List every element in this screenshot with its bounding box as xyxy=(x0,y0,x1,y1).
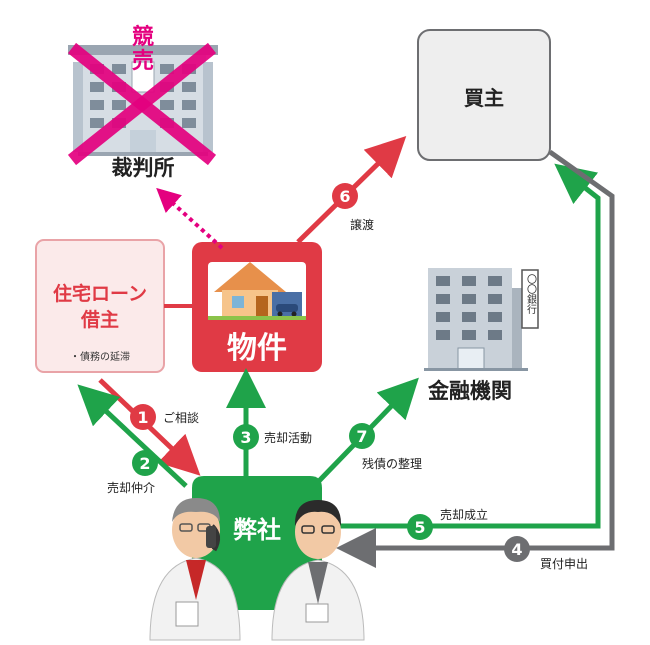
property-label: 物件 xyxy=(227,331,287,366)
step-label-1: ご相談 xyxy=(163,410,199,425)
step-badge-4: 4 xyxy=(504,536,530,562)
svg-text:2: 2 xyxy=(139,454,150,473)
step-label-7: 残債の整理 xyxy=(362,456,422,471)
svg-text:6: 6 xyxy=(339,187,350,206)
svg-text:1: 1 xyxy=(137,408,148,427)
debtor-label-line2: 借主 xyxy=(80,308,119,331)
buyer-label: 買主 xyxy=(464,86,504,110)
arrow-step-4 xyxy=(336,149,615,568)
auction-label-char1: 競 xyxy=(132,24,154,50)
court-label: 裁判所 xyxy=(112,156,175,180)
debtor-label-line1: 住宅ローン xyxy=(53,282,147,305)
bank-building-icon xyxy=(424,268,528,371)
staff-person-left-icon xyxy=(149,498,241,641)
svg-text:5: 5 xyxy=(414,518,425,537)
step-badge-7: 7 xyxy=(349,423,375,449)
arrow-step-2 xyxy=(77,384,188,488)
house-icon xyxy=(208,262,306,320)
step-badge-5: 5 xyxy=(407,514,433,540)
step-label-6: 譲渡 xyxy=(350,217,374,232)
company-label: 弊社 xyxy=(233,516,281,544)
cross-mark-icon xyxy=(67,42,217,166)
buyer-box xyxy=(417,29,551,161)
bank-label: 金融機関 xyxy=(427,379,512,403)
step-badge-6: 6 xyxy=(332,183,358,209)
step-badge-3: 3 xyxy=(233,424,259,450)
step-label-5: 売却成立 xyxy=(440,507,488,522)
staff-person-right-icon xyxy=(271,500,365,641)
bank-sign xyxy=(521,269,539,329)
step-label-4: 買付申出 xyxy=(540,557,588,571)
step-badge-2: 2 xyxy=(132,450,158,476)
step-badge-1: 1 xyxy=(130,404,156,430)
auction-label-char2: 売 xyxy=(132,48,154,74)
svg-text:7: 7 xyxy=(356,427,367,446)
svg-text:4: 4 xyxy=(511,540,522,559)
arrow-step-5 xyxy=(338,163,601,529)
bank-sign-text: 〇〇銀行 xyxy=(525,274,537,315)
debtor-note: ・債務の延滞 xyxy=(70,350,130,363)
step-label-3: 売却活動 xyxy=(264,430,312,445)
step-label-2: 売却仲介 xyxy=(107,480,155,495)
arrow-to-court xyxy=(156,187,224,250)
svg-text:3: 3 xyxy=(240,428,251,447)
